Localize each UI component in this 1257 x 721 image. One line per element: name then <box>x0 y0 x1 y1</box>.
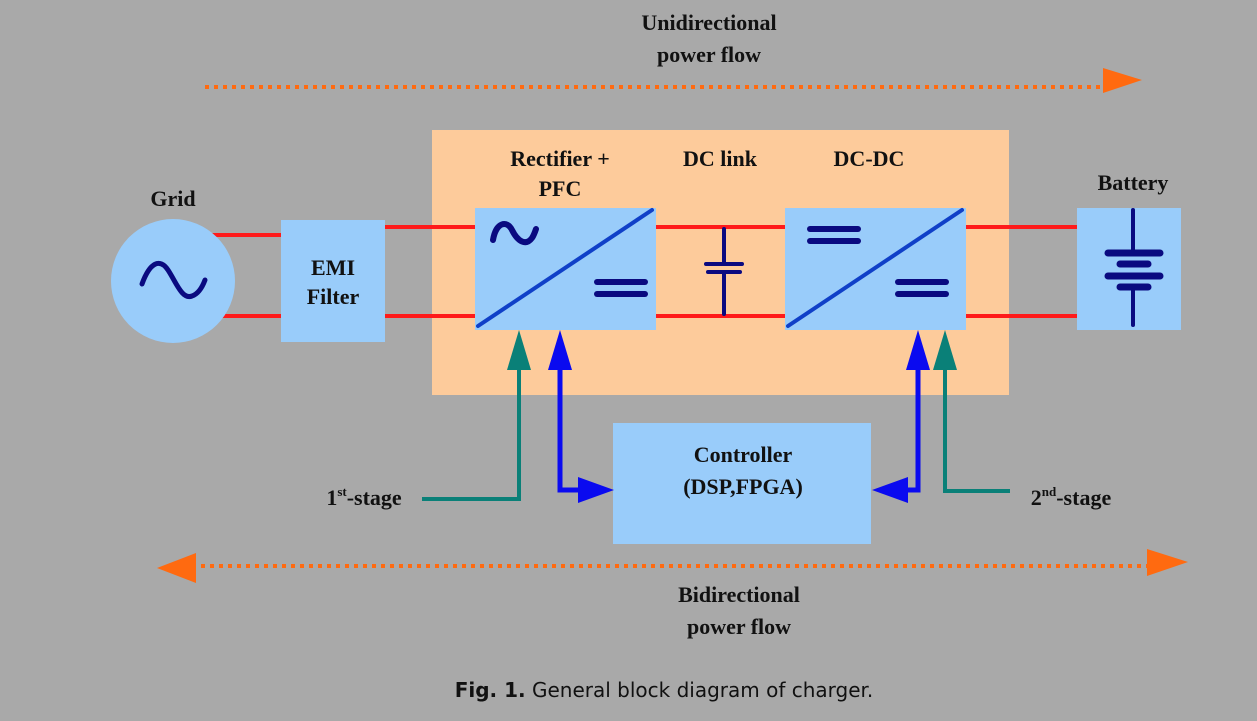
ac-sine-source-icon <box>111 219 235 343</box>
rectifier-label-line2: PFC <box>539 176 582 201</box>
bidirectional-label-line1: Bidirectional <box>678 582 800 607</box>
emi-label-line1: EMI <box>311 255 355 280</box>
bidirectional-label-line2: power flow <box>687 614 791 639</box>
ac-dc-converter-icon <box>475 208 656 330</box>
stage1-label: 1st-stage <box>326 484 402 510</box>
battery-icon <box>1077 208 1181 330</box>
stage1-signal-arrow <box>422 330 531 501</box>
stage2-label: 2nd-stage <box>1031 484 1112 510</box>
caption-prefix: Fig. 1. <box>455 678 526 702</box>
rectifier-control-arrow <box>548 330 614 503</box>
dcdc-label: DC-DC <box>834 146 905 171</box>
dc-link-label: DC link <box>683 146 758 171</box>
dcdc-control-arrow <box>872 330 930 503</box>
figure-caption: Fig. 1. General block diagram of charger… <box>455 678 874 702</box>
stage2-signal-arrow <box>933 330 1010 493</box>
unidirectional-flow-arrow <box>205 68 1142 93</box>
rectifier-label-line1: Rectifier + <box>510 146 609 171</box>
grid-label: Grid <box>150 186 195 211</box>
caption-text: General block diagram of charger. <box>526 678 874 702</box>
dc-dc-converter-icon <box>785 208 966 330</box>
bidirectional-flow-arrow <box>157 549 1188 583</box>
controller-label-line2: (DSP,FPGA) <box>683 474 803 499</box>
capacitor-icon <box>704 227 744 316</box>
power-lines <box>212 225 1077 318</box>
battery-label: Battery <box>1098 170 1169 195</box>
emi-label-line2: Filter <box>307 284 360 309</box>
controller-block: Controller (DSP,FPGA) <box>613 423 871 544</box>
controller-label-line1: Controller <box>694 442 793 467</box>
unidirectional-label-line1: Unidirectional <box>641 10 776 35</box>
emi-filter-block: EMI Filter <box>281 220 385 342</box>
unidirectional-label-line2: power flow <box>657 42 761 67</box>
